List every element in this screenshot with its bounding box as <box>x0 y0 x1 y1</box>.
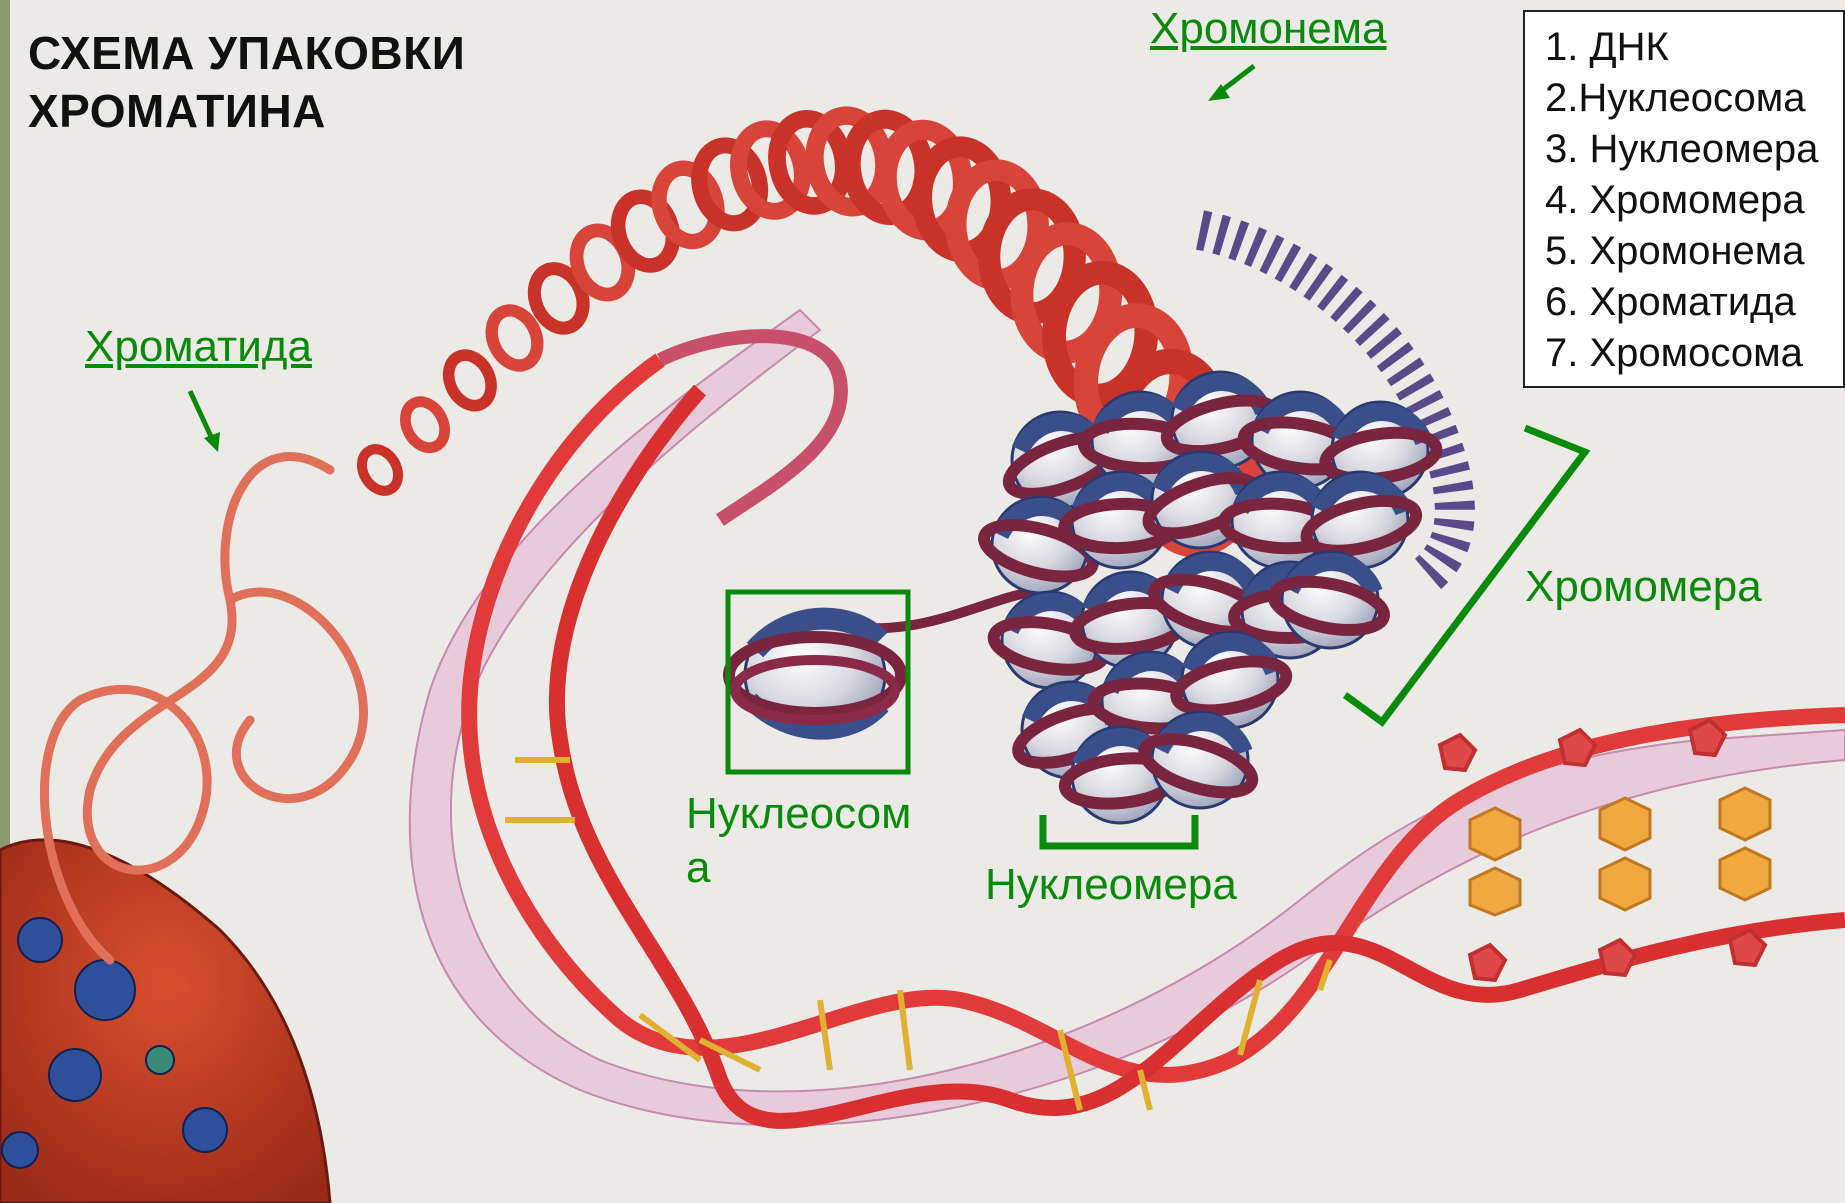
label-chromomere: Хромомера <box>1525 560 1762 614</box>
legend-item: 5. Хромонема <box>1545 226 1843 277</box>
label-nucleosome-line-1: Нуклеосом <box>686 787 911 841</box>
label-nucleosome: Нуклеосом а <box>686 787 911 895</box>
legend-item: 3. Нуклеомера <box>1545 124 1843 175</box>
title-line-2: ХРОМАТИНА <box>28 82 465 140</box>
coil-loop <box>355 443 406 498</box>
chromonema-arrow-icon <box>1208 66 1254 101</box>
legend-item: 6. Хроматида <box>1545 277 1843 328</box>
legend-item: 7. Хромосома <box>1545 328 1843 379</box>
legend-box: 1. ДНК 2.Нуклеосома 3. Нуклеомера 4. Хро… <box>1523 10 1845 388</box>
label-chromatid: Хроматида <box>85 320 312 374</box>
label-nucleosome-line-2: а <box>686 841 911 895</box>
label-nucleomere: Нуклеомера <box>985 858 1237 912</box>
label-chromonema: Хромонема <box>1150 2 1387 56</box>
chromosome-body <box>0 840 330 1203</box>
legend-item: 2.Нуклеосома <box>1545 73 1843 124</box>
legend-item: 1. ДНК <box>1545 22 1843 73</box>
coil-loop <box>440 348 499 413</box>
chromatid-arrow-icon <box>190 391 220 452</box>
title-line-1: СХЕМА УПАКОВКИ <box>28 24 465 82</box>
dna-base-pairs <box>505 760 1330 1110</box>
coil-loop <box>398 395 453 455</box>
legend-item: 4. Хромомера <box>1545 175 1843 226</box>
single-nucleosome <box>729 613 901 737</box>
page-title: СХЕМА УПАКОВКИ ХРОМАТИНА <box>28 24 465 140</box>
coil-loop <box>691 139 768 231</box>
nucleosome-cluster <box>979 372 1440 823</box>
